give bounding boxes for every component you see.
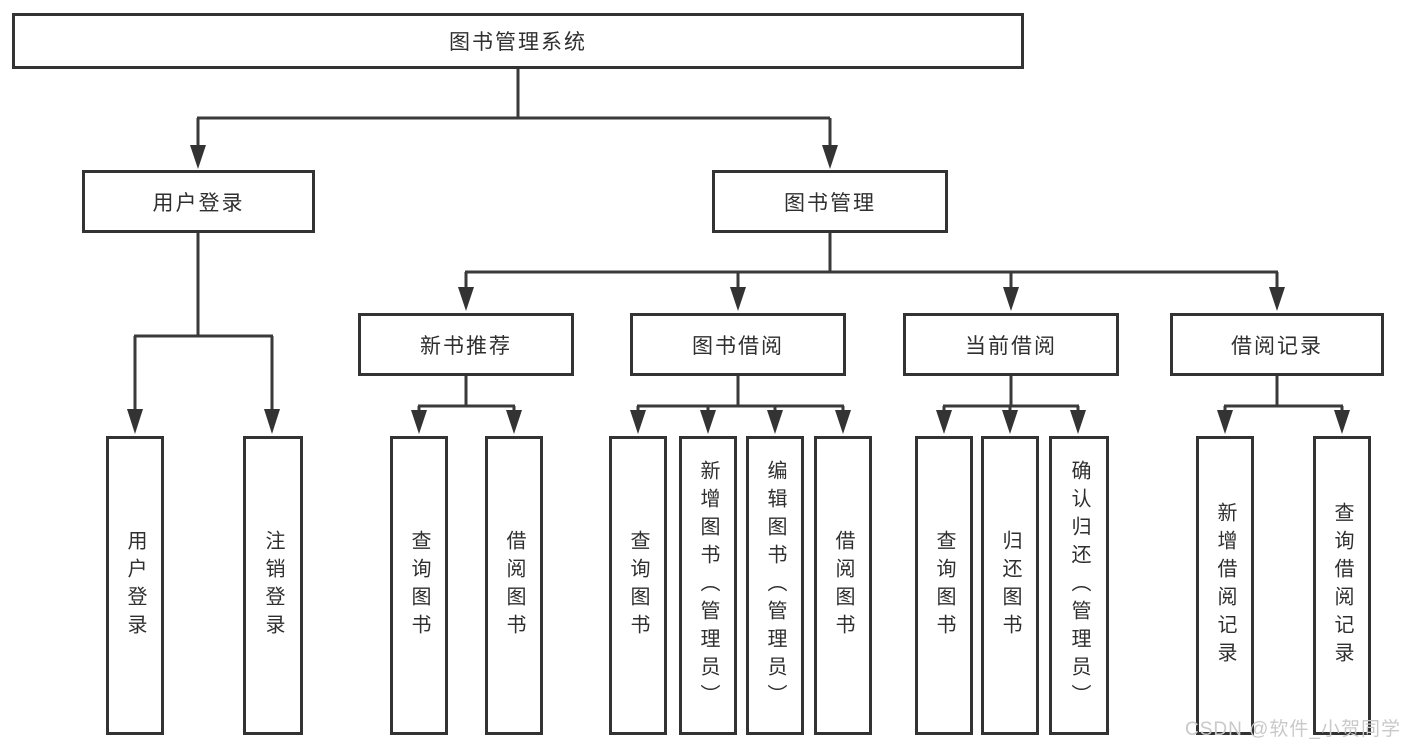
- node-label: 借阅图书: [503, 529, 525, 642]
- connector-book-management-to-level3: [458, 233, 1285, 311]
- node-label: 当前借阅: [965, 334, 1057, 358]
- node-label: 用户登录: [124, 529, 146, 642]
- node-current-borrow: 当前借阅: [903, 313, 1119, 376]
- node-leaf-add-borrow-record: 新增借阅记录: [1196, 436, 1254, 735]
- node-user-login: 用户登录: [82, 170, 315, 233]
- node-leaf-query-books-3: 查询图书: [915, 436, 973, 735]
- connector-current-borrow-to-children: [936, 375, 1086, 434]
- node-leaf-confirm-return-admin: 确认归还（管理员）: [1049, 436, 1109, 735]
- connector-new-book-recommend-to-children: [411, 375, 522, 434]
- node-leaf-query-books-1: 查询图书: [390, 436, 448, 735]
- node-new-book-recommend: 新书推荐: [358, 313, 574, 376]
- node-leaf-query-books-2: 查询图书: [609, 436, 667, 735]
- csdn-watermark: CSDN @软件_小贺同学: [1185, 719, 1401, 740]
- node-label: 注销登录: [262, 529, 284, 642]
- node-book-management: 图书管理: [712, 170, 948, 233]
- node-label: 查询图书: [408, 529, 430, 642]
- node-borrow-records: 借阅记录: [1170, 313, 1384, 376]
- node-label: 编辑图书（管理员）: [764, 459, 786, 712]
- node-book-borrow: 图书借阅: [630, 313, 846, 376]
- node-label: 确认归还（管理员）: [1068, 459, 1090, 712]
- node-leaf-return-book: 归还图书: [981, 436, 1039, 735]
- node-label: 新增图书（管理员）: [697, 459, 719, 712]
- node-label: 新书推荐: [420, 334, 512, 358]
- node-leaf-add-book-admin: 新增图书（管理员）: [679, 436, 737, 735]
- node-label: 借阅图书: [832, 529, 854, 642]
- node-leaf-user-login: 用户登录: [106, 436, 164, 735]
- node-root: 图书管理系统: [12, 13, 1024, 69]
- node-leaf-borrow-books-2: 借阅图书: [814, 436, 872, 735]
- node-label: 查询图书: [627, 529, 649, 642]
- node-label: 查询图书: [933, 529, 955, 642]
- node-label: 图书管理系统: [449, 31, 587, 54]
- node-label: 归还图书: [999, 529, 1021, 642]
- node-label: 图书管理: [784, 191, 876, 215]
- node-leaf-logout: 注销登录: [243, 436, 303, 735]
- node-label: 用户登录: [152, 191, 245, 215]
- node-leaf-borrow-books-1: 借阅图书: [485, 436, 543, 735]
- connector-borrow-records-to-children: [1217, 375, 1350, 434]
- connector-book-borrow-to-children: [630, 375, 851, 434]
- node-label: 图书借阅: [692, 334, 784, 358]
- node-leaf-edit-book-admin: 编辑图书（管理员）: [746, 436, 804, 735]
- node-label: 借阅记录: [1231, 334, 1323, 358]
- node-label: 查询借阅记录: [1331, 501, 1353, 670]
- node-leaf-query-borrow-record: 查询借阅记录: [1313, 436, 1371, 735]
- connector-user-login-to-children: [127, 233, 280, 434]
- node-label: 新增借阅记录: [1214, 501, 1236, 670]
- connector-root-to-level2: [190, 69, 838, 169]
